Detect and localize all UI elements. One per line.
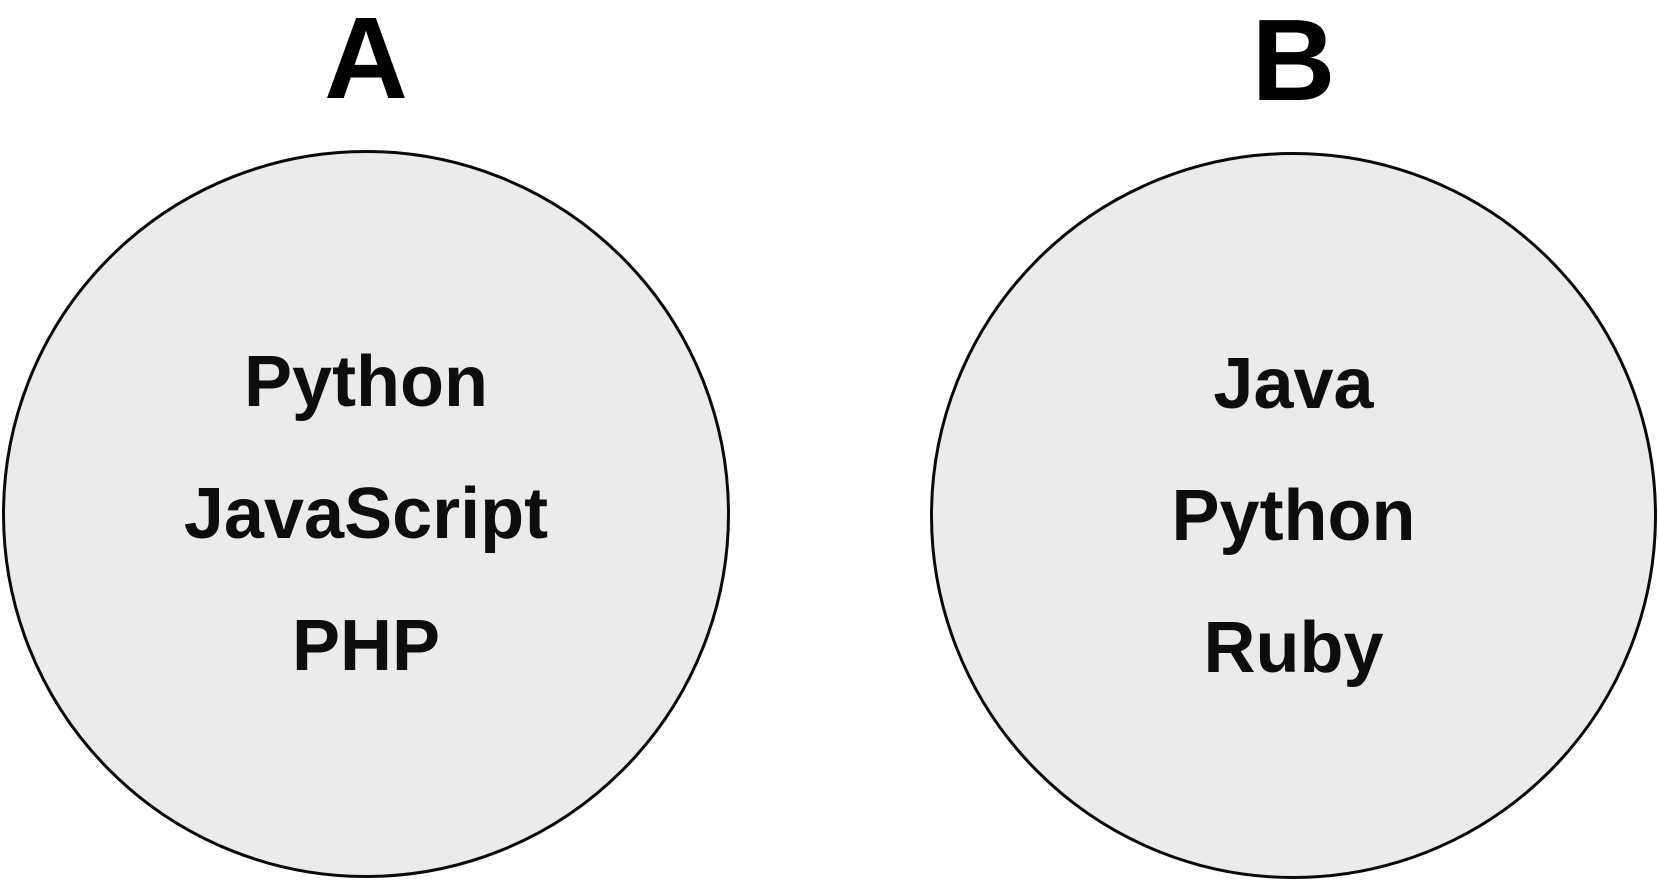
- set-b-circle: Java Python Ruby: [930, 152, 1657, 879]
- set-a-item-1: Python: [244, 342, 488, 422]
- set-a-label: A: [324, 0, 408, 123]
- set-b-item-2: Python: [1171, 475, 1416, 556]
- set-b-group: B Java Python Ruby: [930, 2, 1657, 879]
- set-a-items: Python JavaScript PHP: [184, 316, 548, 712]
- set-b-item-3: Ruby: [1203, 607, 1384, 688]
- set-a-group: A Python JavaScript PHP: [2, 0, 730, 878]
- set-a-circle: Python JavaScript PHP: [2, 150, 730, 878]
- set-a-item-2: JavaScript: [183, 474, 549, 554]
- set-b-items: Java Python Ruby: [1172, 318, 1416, 714]
- set-b-label: B: [1251, 0, 1336, 125]
- set-b-item-1: Java: [1213, 343, 1374, 424]
- set-a-item-3: PHP: [291, 606, 441, 686]
